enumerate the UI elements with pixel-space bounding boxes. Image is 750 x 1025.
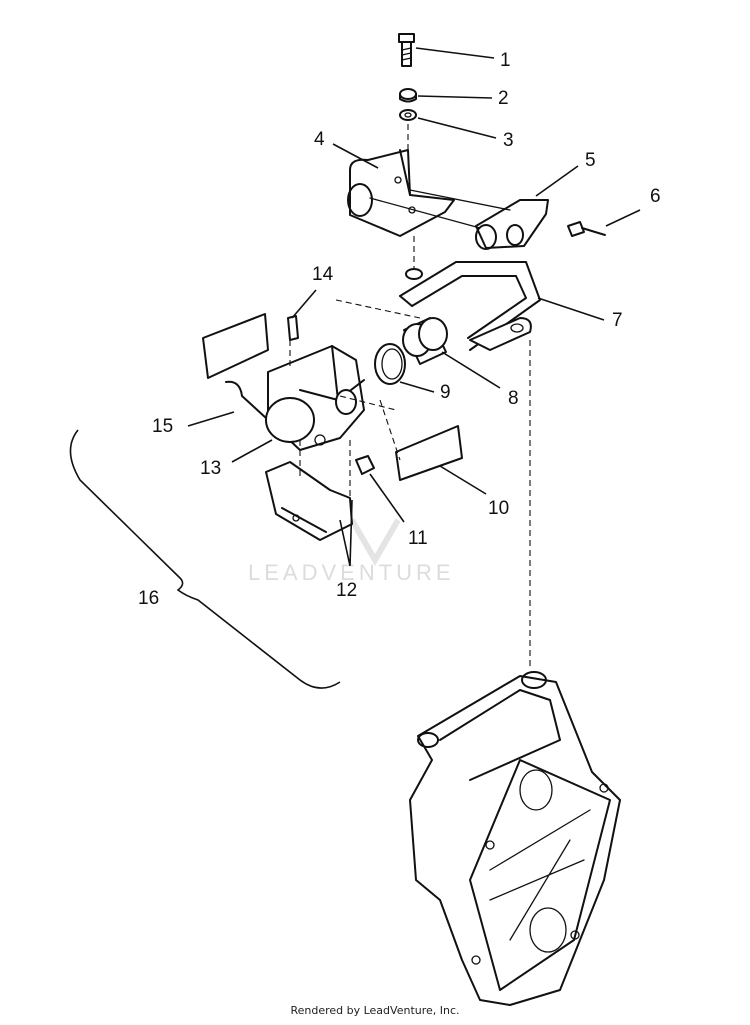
part-chaincase — [409, 671, 621, 1006]
callout-3: 3 — [503, 130, 514, 151]
callout-4: 4 — [314, 129, 325, 150]
callout-2: 2 — [498, 88, 509, 109]
callout-7: 7 — [612, 310, 623, 331]
part-seal — [374, 343, 406, 385]
part-screw — [567, 221, 606, 237]
callout-13: 13 — [200, 458, 221, 479]
part-nut — [399, 88, 417, 103]
callout-6: 6 — [650, 186, 661, 207]
callout-12: 12 — [336, 580, 357, 601]
part-bleeder — [287, 315, 299, 341]
part-bolt — [398, 33, 415, 67]
brace-assembly-16 — [69, 429, 341, 689]
part-small-nut — [355, 455, 375, 475]
footer-credit: Rendered by LeadVenture, Inc. — [290, 1004, 460, 1017]
callout-11: 11 — [408, 528, 428, 549]
callout-8: 8 — [508, 388, 519, 409]
callout-14: 14 — [312, 264, 334, 285]
callout-16: 16 — [138, 588, 159, 609]
callout-leaders — [187, 47, 641, 567]
part-caliper-frame — [399, 261, 541, 351]
part-washer — [399, 109, 417, 121]
callout-1: 1 — [500, 50, 511, 71]
part-shim-right — [395, 425, 463, 481]
part-brake-line — [225, 380, 267, 419]
part-caliper-body — [265, 345, 365, 451]
callout-9: 9 — [440, 382, 451, 403]
part-piston — [402, 317, 448, 365]
callout-5: 5 — [585, 150, 596, 171]
part-pivot-arm — [369, 189, 549, 250]
callout-labels: 1 2 3 4 5 6 7 8 9 10 11 12 13 14 15 16 — [138, 50, 661, 609]
part-bracket — [347, 149, 455, 237]
part-shim-left — [202, 313, 269, 379]
callout-15: 15 — [152, 416, 173, 437]
part-brake-pads — [265, 461, 353, 541]
callout-10: 10 — [488, 498, 509, 519]
